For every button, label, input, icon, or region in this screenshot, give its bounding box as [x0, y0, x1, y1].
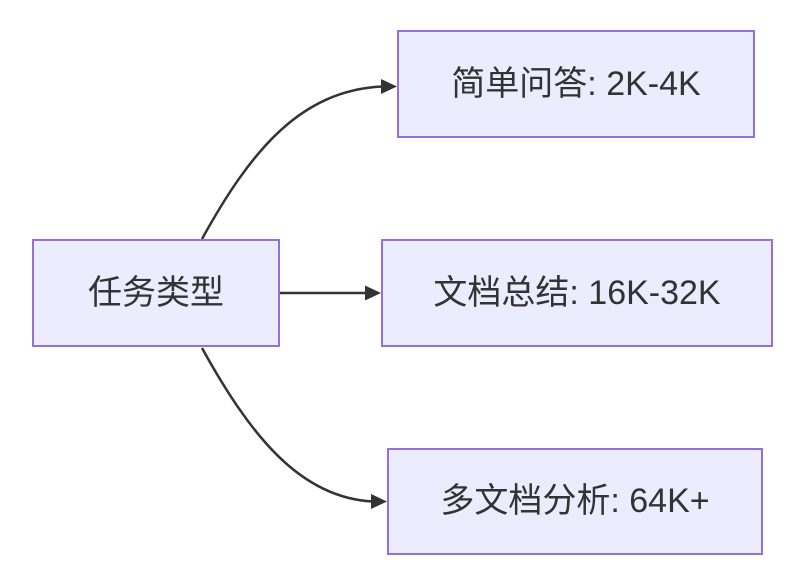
node-doc-summary: 文档总结: 16K-32K [381, 239, 773, 347]
node-task-type-label: 任务类型 [88, 273, 224, 312]
node-task-type: 任务类型 [32, 239, 280, 347]
arrowhead-icon [381, 79, 397, 94]
node-simple-qa-label: 简单问答: 2K-4K [451, 64, 701, 103]
node-simple-qa: 简单问答: 2K-4K [397, 30, 755, 138]
node-doc-summary-label: 文档总结: 16K-32K [433, 273, 721, 312]
edge-task-to-simple-qa [200, 79, 397, 240]
arrowhead-icon [371, 494, 387, 509]
arrowhead-icon [365, 285, 381, 301]
node-multi-doc-label: 多文档分析: 64K+ [440, 482, 710, 521]
node-multi-doc: 多文档分析: 64K+ [387, 448, 763, 555]
edge-task-to-multi-doc [200, 347, 387, 509]
edge-task-to-doc-summary [280, 285, 381, 301]
